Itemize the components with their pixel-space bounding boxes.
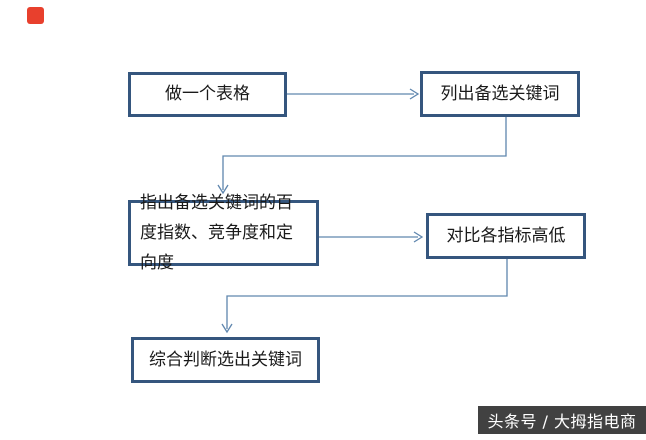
connector-indicate-metrics-to-compare-metrics [319, 231, 424, 243]
watermark-badge-text: 头条号 / 大拇指电商 [487, 412, 637, 431]
flowchart-box-label: 对比各指标高低 [446, 225, 566, 246]
flowchart-box-indicate-metrics: 指出备选关键词的百度指数、竞争度和定向度 [128, 193, 319, 273]
connector-make-table-to-list-keywords [287, 88, 420, 100]
flowchart-box-label: 指出备选关键词的百度指数、竞争度和定向度 [140, 193, 293, 273]
flowchart-box-compare-metrics: 对比各指标高低 [426, 213, 586, 259]
flowchart-box-label: 列出备选关键词 [440, 83, 560, 104]
flowchart-box-list-candidate-keywords: 列出备选关键词 [420, 71, 580, 117]
red-square-logo-icon [27, 7, 44, 24]
flowchart-box-select-keywords: 综合判断选出关键词 [131, 337, 320, 383]
connector-list-keywords-to-indicate-metrics [217, 117, 507, 195]
watermark-badge: 头条号 / 大拇指电商 [478, 406, 646, 434]
flowchart-box-make-table: 做一个表格 [128, 72, 287, 117]
flowchart-box-label: 综合判断选出关键词 [149, 349, 302, 370]
flowchart-box-label: 做一个表格 [165, 84, 250, 105]
